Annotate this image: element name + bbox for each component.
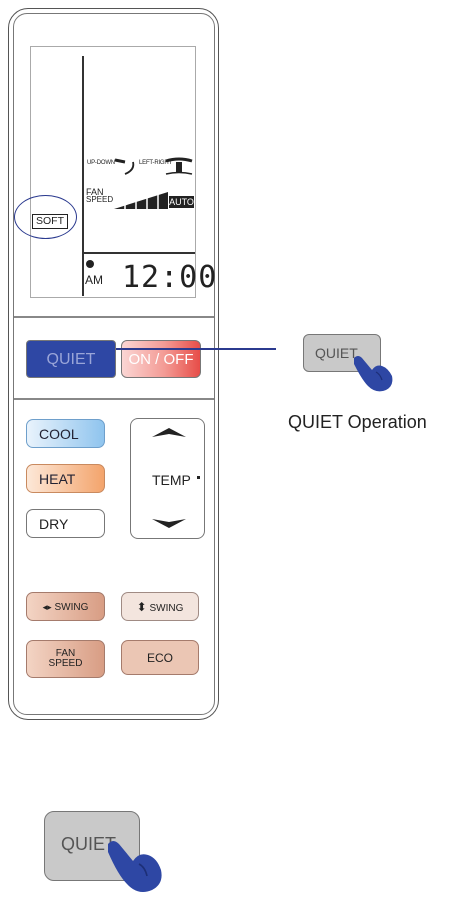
- eco-button[interactable]: ECO: [121, 640, 199, 675]
- horizontal-swing-label: SWING: [54, 602, 89, 613]
- fan-label-line2: SPEED: [86, 195, 114, 204]
- dry-button[interactable]: DRY: [26, 509, 105, 538]
- temp-down-arrow-icon[interactable]: [152, 518, 186, 528]
- fan-speed-label-line1: FAN: [55, 648, 76, 659]
- separator-middle: [14, 398, 214, 400]
- fan-speed-bars-icon: [114, 192, 168, 210]
- up-down-arrows-icon: ⬍: [136, 600, 147, 614]
- lcd-divider-horizontal: [84, 252, 195, 254]
- temp-label: TEMP: [152, 472, 191, 488]
- fan-speed-button[interactable]: FAN SPEED: [26, 640, 105, 678]
- heat-button[interactable]: HEAT: [26, 464, 105, 493]
- callout-connector-line: [116, 348, 276, 350]
- soft-highlight-ring: [14, 195, 77, 239]
- clock-icon: [86, 260, 94, 268]
- quiet-button[interactable]: QUIET: [26, 340, 116, 378]
- left-right-label: LEFT-RIGHT: [139, 160, 173, 166]
- fan-speed-display-label: FAN SPEED: [86, 188, 113, 204]
- temp-rocker[interactable]: [130, 418, 205, 539]
- clock-time: 12:00: [122, 260, 218, 295]
- vertical-swing-label: SWING: [149, 603, 184, 614]
- vertical-swing-button[interactable]: ⬍ SWING: [121, 592, 199, 621]
- lcd-display: [30, 46, 196, 298]
- cool-button[interactable]: COOL: [26, 419, 105, 448]
- up-down-louver-icon: [114, 158, 135, 175]
- fan-auto-indicator: AUTO: [169, 196, 194, 208]
- lcd-divider-vertical: [82, 56, 84, 296]
- soft-indicator: SOFT: [32, 214, 68, 229]
- left-right-louver-icon: [165, 157, 193, 175]
- temp-up-arrow-icon[interactable]: [152, 428, 186, 438]
- left-right-arrows-icon: ◂▸: [42, 602, 52, 612]
- horizontal-swing-button[interactable]: ◂▸ SWING: [26, 592, 105, 621]
- fan-label-line1: FAN: [86, 187, 104, 197]
- separator-top: [14, 316, 214, 318]
- hand-press-icon-large: [108, 841, 162, 892]
- up-down-label: UP-DOWN: [87, 160, 115, 166]
- temp-dot: [197, 476, 200, 479]
- on-off-button[interactable]: ON / OFF: [121, 340, 201, 378]
- am-indicator: AM: [85, 273, 103, 287]
- fan-speed-label-line2: SPEED: [48, 658, 83, 669]
- remote-control-body: [13, 13, 215, 715]
- hand-press-icon: [354, 356, 393, 392]
- callout-caption: QUIET Operation: [288, 412, 427, 432]
